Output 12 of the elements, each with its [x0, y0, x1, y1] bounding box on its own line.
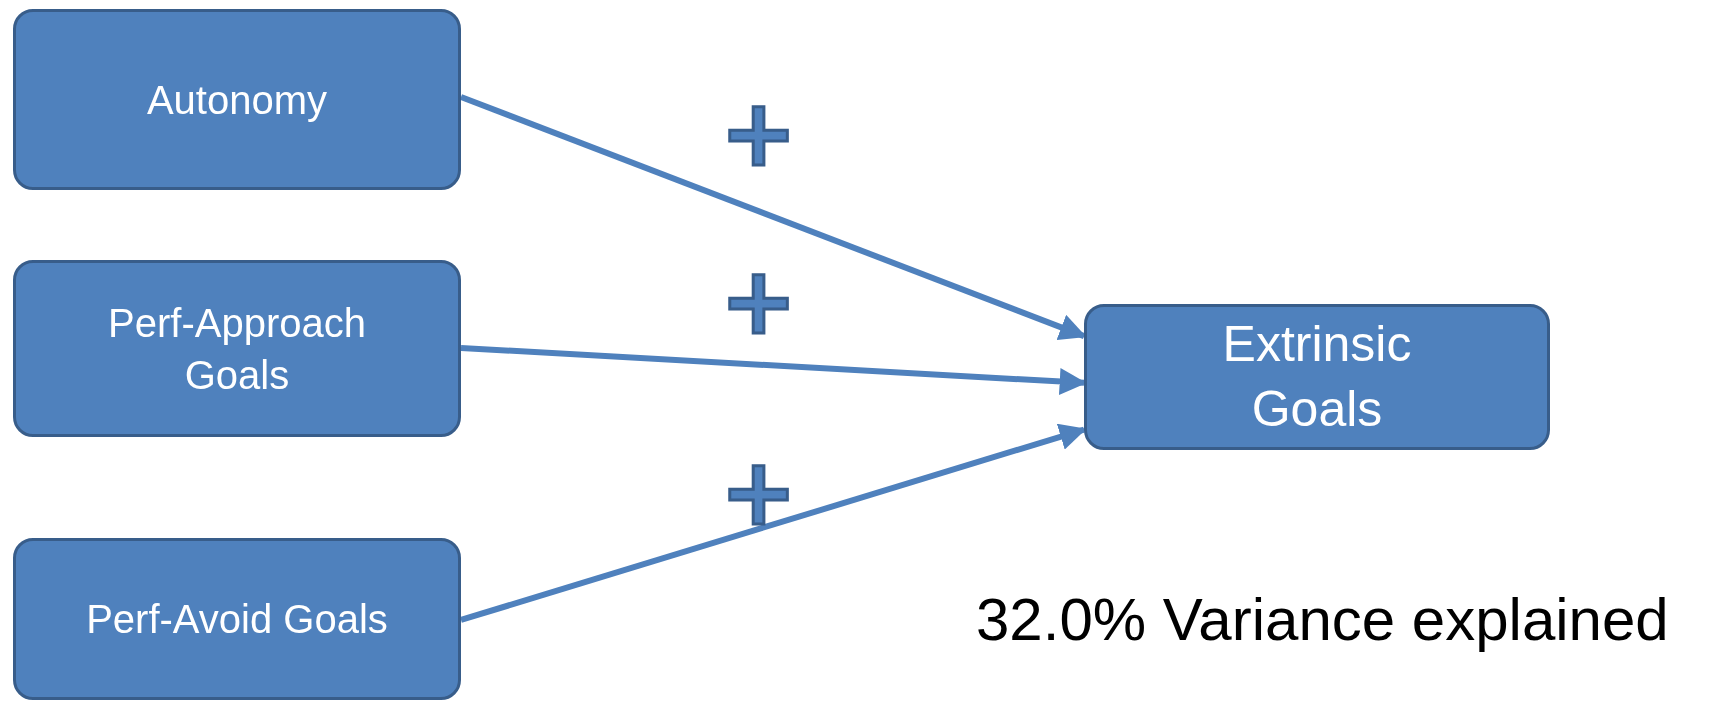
plus-sign: +	[720, 88, 798, 180]
node-label: Autonomy	[146, 76, 328, 124]
plus-sign: +	[720, 447, 798, 539]
variance-note: 32.0% Variance explained	[976, 585, 1669, 654]
node-label: Extrinsic Goals	[1221, 315, 1413, 439]
node-label: Perf-Approach Goals	[107, 299, 367, 399]
process-box	[13, 9, 461, 190]
process-box	[1084, 304, 1550, 450]
plus-sign: +	[720, 256, 798, 348]
process-box	[13, 260, 461, 437]
node-label: Perf-Avoid Goals	[86, 596, 388, 643]
process-box	[13, 538, 461, 700]
